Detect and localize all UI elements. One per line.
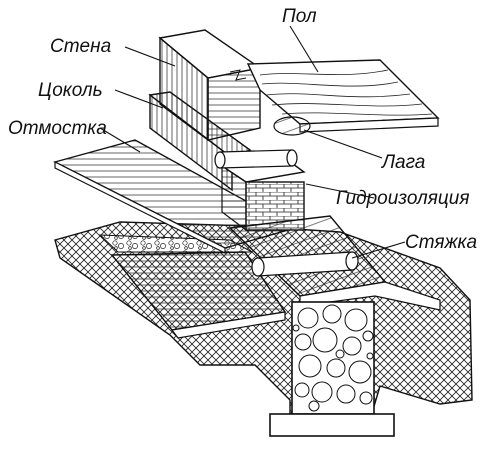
floor-boards bbox=[246, 59, 440, 133]
label-waterproofing: Гидроизоляция bbox=[336, 188, 469, 209]
label-floor: Пол bbox=[282, 6, 317, 27]
leader-lines bbox=[99, 25, 406, 259]
blind-area-front bbox=[110, 251, 287, 339]
waterproofing-roll-upper bbox=[214, 149, 298, 169]
label-joist: Лага bbox=[380, 152, 425, 173]
leader-floor bbox=[289, 25, 319, 73]
leader-screed bbox=[351, 241, 406, 259]
leader-wall bbox=[124, 46, 176, 67]
label-blind-area: Отмостка bbox=[8, 118, 107, 139]
leader-joist bbox=[303, 129, 383, 159]
rubble-foundation bbox=[269, 301, 395, 437]
wall-block bbox=[158, 29, 262, 142]
label-screed: Стяжка bbox=[405, 232, 477, 253]
leader-blind-area bbox=[99, 127, 141, 153]
leader-waterproofing bbox=[305, 183, 375, 199]
label-wall: Стена bbox=[50, 36, 111, 57]
label-plinth: Цоколь bbox=[38, 80, 103, 101]
leader-plinth bbox=[114, 89, 164, 109]
waterproofing-roll-lower bbox=[251, 251, 359, 277]
joist bbox=[273, 116, 311, 136]
